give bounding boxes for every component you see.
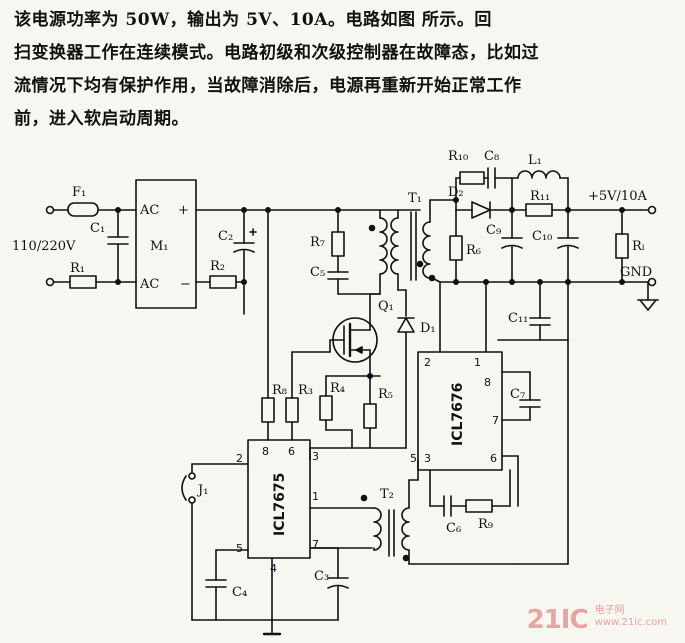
mosfet-Q1 [329,293,378,377]
ic2-pin-7: 7 [492,414,499,427]
ic-primary-ICL7675 [247,439,311,559]
input-voltage-label: 110/220V [12,239,76,254]
bridge-ac-top: AC [139,203,159,218]
label-C3: C₃ [314,569,329,584]
transformer-T2 [360,494,410,562]
label-L1: L₁ [528,153,542,168]
label-J1: J₁ [196,483,208,498]
inductor-L1 [517,170,561,179]
ic2-pin-8: 8 [484,376,491,389]
jumper-J1 [181,475,187,501]
bridge-label: M₁ [150,239,169,254]
watermark-sub: 电子网 www.21ic.com [595,605,667,629]
resistor-R10 [459,171,485,185]
fuse-F1 [67,202,99,217]
bridge-ac-bottom: AC [139,277,159,292]
resistor-R8 [261,397,275,423]
label-C4: C₄ [232,585,247,600]
resistor-R9 [465,499,493,513]
label-C5: C₅ [310,265,325,280]
label-R6: R₆ [466,243,481,258]
ic-secondary-label: ICL7676 [450,383,466,446]
watermark-logo: 21IC 电子网 www.21ic.com [527,605,667,635]
resistor-R11 [525,203,553,217]
resistor-R5 [363,403,377,429]
description-line-2: 扫变换器工作在连续模式。电路初级和次级控制器在故障态，比如过 [14,43,539,63]
label-C8: C₈ [484,149,499,164]
diode-D2 [471,201,491,219]
input-terminal-bottom [45,277,55,287]
label-RL: Rₗ [632,239,645,254]
bridge-rectifier-M1 [135,179,197,309]
ic2-pin-3: 3 [424,452,431,465]
description-line-4: 前，进入软启动周期。 [14,109,189,129]
label-R4: R₄ [330,381,345,396]
ic1-pin-7: 7 [312,538,319,551]
output-label: +5V/10A [588,189,647,204]
watermark-cn: 电子网 [594,605,625,616]
resistor-R6 [449,235,463,261]
transformer-T1 [368,209,436,295]
ground-label: GND [620,265,652,280]
label-R10: R₁₀ [448,149,468,164]
ic-secondary-ICL7676 [417,351,503,471]
label-T2: T₂ [380,487,394,502]
label-T1: T₁ [408,191,422,206]
diode-D1 [397,317,415,333]
label-R7: R₇ [310,235,325,250]
bridge-plus: + [178,203,189,218]
resistor-R4 [319,395,333,421]
resistor-R7 [331,231,345,257]
label-F1: F₁ [72,185,86,200]
watermark-url: www.21ic.com [594,617,667,628]
ic1-pin-8: 8 [262,445,269,458]
watermark-main: 21IC [526,605,589,635]
ic-primary-label: ICL7675 [272,473,288,536]
label-R9: R₉ [478,517,493,532]
label-R11: R₁₁ [530,189,550,204]
resistor-R1 [69,275,97,289]
description-line-3: 流情况下均有保护作用，当故障消除后，电源再重新开始正常工作 [14,76,522,96]
input-terminal-top [45,205,55,215]
label-R8: R₈ [272,383,287,398]
ic2-pin-6: 6 [490,452,497,465]
label-R5: R₅ [378,387,393,402]
secondary-output-stage [429,167,659,311]
label-C7: C₇ [510,387,525,402]
ic1-pin-1: 1 [312,490,319,503]
description-line-1: 该电源功率为 50W，输出为 5V、10A。电路如图 所示。回 [14,10,492,30]
label-C6: C₆ [446,521,461,536]
label-R1: R₁ [70,261,85,276]
label-R2: R₂ [210,259,225,274]
ic1-pin-3: 3 [312,450,319,463]
bridge-minus: − [180,277,191,292]
label-C11: C₁₁ [508,311,528,326]
ic2-pin-2: 2 [424,356,431,369]
label-C9: C₉ [486,223,501,238]
ic1-pin-5: 5 [236,542,243,555]
ic1-pin-4: 4 [270,562,277,575]
ic2-pin-5: 5 [410,452,417,465]
ic1-pin-6: 6 [288,445,295,458]
label-C1: C₁ [90,221,105,236]
description-paragraph: 该电源功率为 50W，输出为 5V、10A。电路如图 所示。回 扫变换器工作在连… [14,4,674,136]
ic2-pin-1: 1 [474,356,481,369]
resistor-R2 [209,275,237,289]
ic1-pin-2: 2 [236,452,243,465]
label-C2: C₂ [218,229,233,244]
resistor-R3 [285,397,299,423]
resistor-RL [615,233,629,259]
label-C10: C₁₀ [532,229,552,244]
label-D1: D₁ [420,321,436,336]
label-R3: R₃ [298,383,313,398]
input-section [45,202,137,289]
label-Q1: Q₁ [378,299,394,314]
label-D2: D₂ [448,185,464,200]
